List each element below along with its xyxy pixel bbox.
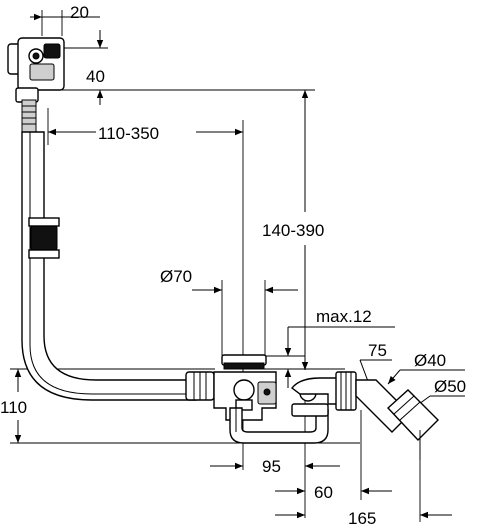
overflow-assembly [7,37,65,133]
dimension-lines [10,10,465,522]
label-vertical-range: 140-390 [262,221,324,240]
label-distance-95: 95 [262,457,281,476]
outlet-elbow [355,379,439,460]
trap [229,371,357,444]
label-outlet-diameter: Ø70 [160,267,192,286]
overflow-pipe [21,131,197,401]
dimension-labels: 20 40 110-350 140-390 Ø70 max.12 75 Ø40 … [0,3,466,528]
label-distance-60: 60 [314,483,333,502]
label-top-height: 40 [86,67,105,86]
label-height-110: 110 [0,398,27,417]
label-max-depth: max.12 [316,307,372,326]
label-top-offset: 20 [70,3,89,22]
label-pipe-diameter-large: Ø50 [434,377,466,396]
label-horizontal-range: 110-350 [98,124,159,143]
label-trap-offset: 75 [368,341,387,360]
label-pipe-diameter-small: Ø40 [414,351,446,370]
label-distance-165: 165 [348,509,376,528]
